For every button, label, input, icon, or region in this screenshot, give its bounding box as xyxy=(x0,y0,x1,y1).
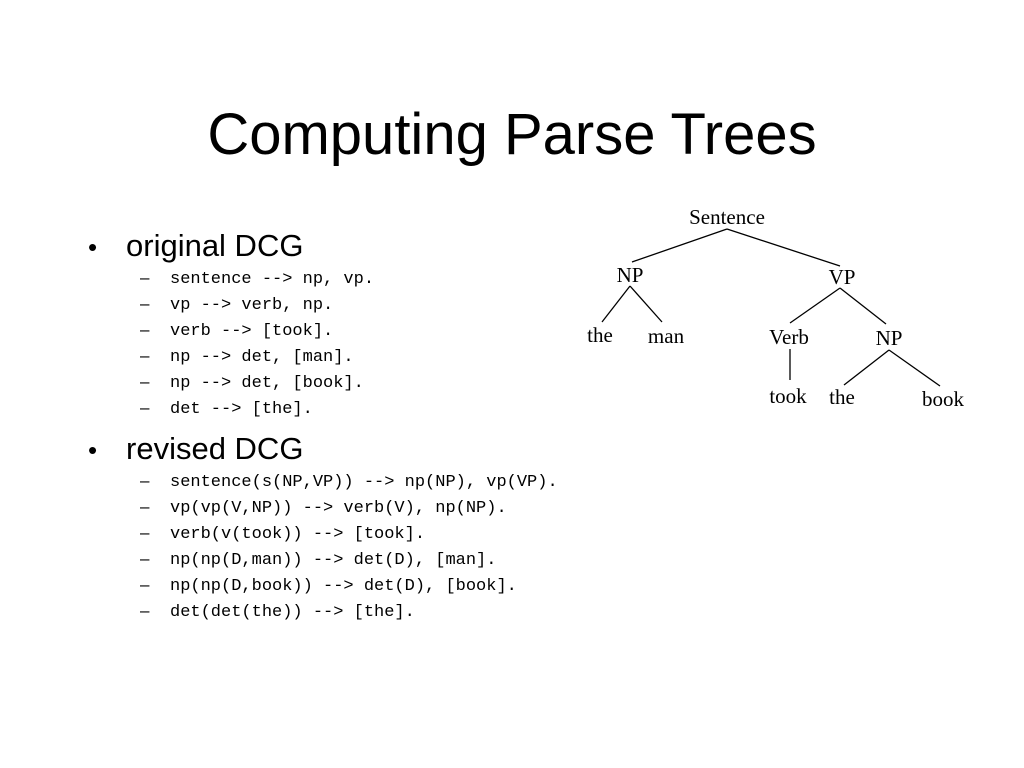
tree-edge xyxy=(631,228,728,263)
rule-text: np(np(D,man)) --> det(D), [man]. xyxy=(170,551,497,570)
dash-icon: – xyxy=(140,398,150,417)
rule-text: det --> [the]. xyxy=(170,400,313,419)
rule-text: verb --> [took]. xyxy=(170,322,334,341)
dash-icon: – xyxy=(140,268,150,287)
tree-edge xyxy=(839,287,887,325)
bullet-label: original DCG xyxy=(126,228,304,263)
dash-icon: – xyxy=(140,320,150,339)
dash-icon: – xyxy=(140,575,150,594)
section-revised-dcg: • revised DCG – sentence(s(NP,VP)) --> np… xyxy=(88,431,558,627)
tree-node-np: NP xyxy=(617,263,644,287)
tree-node-verb: Verb xyxy=(769,325,809,349)
dash-icon: – xyxy=(140,471,150,490)
bullet-dot-icon: • xyxy=(88,435,98,465)
rule-item: – np --> det, [man]. xyxy=(140,346,374,372)
dash-icon: – xyxy=(140,497,150,516)
tree-leaf-took: took xyxy=(769,384,807,408)
rule-text: vp --> verb, np. xyxy=(170,296,334,315)
tree-edge xyxy=(789,287,841,324)
rule-text: sentence --> np, vp. xyxy=(170,270,375,289)
rule-item: – verb --> [took]. xyxy=(140,320,374,346)
rule-text: vp(vp(V,NP)) --> verb(V), np(NP). xyxy=(170,499,507,518)
rule-item: – det --> [the]. xyxy=(140,398,374,424)
rule-text: np --> det, [book]. xyxy=(170,374,364,393)
slide-title: Computing Parse Trees xyxy=(207,102,817,167)
rule-text: det(det(the)) --> [the]. xyxy=(170,603,415,622)
tree-node-vp: VP xyxy=(829,265,856,289)
tree-leaf-the: the xyxy=(829,385,855,409)
bullet-item: • original DCG xyxy=(88,228,374,268)
parse-tree-diagram: Sentence NP VP the man Verb NP took the … xyxy=(587,205,965,411)
dash-icon: – xyxy=(140,372,150,391)
rule-item: – np(np(D,man)) --> det(D), [man]. xyxy=(140,549,558,575)
tree-leaf-the: the xyxy=(587,323,613,347)
rule-item: – sentence --> np, vp. xyxy=(140,268,374,294)
tree-edge xyxy=(888,349,941,387)
dash-icon: – xyxy=(140,523,150,542)
tree-edge xyxy=(629,285,663,323)
rule-list: –sentence(s(NP,VP)) --> np(NP), vp(VP). … xyxy=(88,471,558,627)
rule-item: – sentence(s(NP,VP)) --> np(NP), vp(VP). xyxy=(140,471,558,497)
tree-edge xyxy=(726,228,841,267)
tree-node-np: NP xyxy=(876,326,903,350)
rule-text: sentence(s(NP,VP)) --> np(NP), vp(VP). xyxy=(170,473,558,492)
dash-icon: – xyxy=(140,294,150,313)
rule-item: – det(det(the)) --> [the]. xyxy=(140,601,558,627)
tree-leaf-book: book xyxy=(922,387,965,411)
bullet-item: • revised DCG xyxy=(88,431,558,471)
rule-item: – verb(v(took)) --> [took]. xyxy=(140,523,558,549)
tree-edge xyxy=(843,349,890,386)
tree-edge xyxy=(601,285,631,323)
rule-item: – vp(vp(V,NP)) --> verb(V), np(NP). xyxy=(140,497,558,523)
section-original-dcg: • original DCG – sentence --> np, vp. – vp… xyxy=(88,228,374,424)
dash-icon: – xyxy=(140,549,150,568)
dash-icon: – xyxy=(140,346,150,365)
bullet-dot-icon: • xyxy=(88,232,98,262)
rule-text: np(np(D,book)) --> det(D), [book]. xyxy=(170,577,517,596)
rule-list: –sentence --> np, vp. –vp --> verb, np. … xyxy=(88,268,374,424)
tree-leaf-man: man xyxy=(648,324,685,348)
rule-text: np --> det, [man]. xyxy=(170,348,354,367)
bullet-label: revised DCG xyxy=(126,431,304,466)
rule-item: – np(np(D,book)) --> det(D), [book]. xyxy=(140,575,558,601)
tree-node-sentence: Sentence xyxy=(689,205,765,229)
rule-item: – np --> det, [book]. xyxy=(140,372,374,398)
dash-icon: – xyxy=(140,601,150,620)
rule-text: verb(v(took)) --> [took]. xyxy=(170,525,426,544)
rule-item: – vp --> verb, np. xyxy=(140,294,374,320)
